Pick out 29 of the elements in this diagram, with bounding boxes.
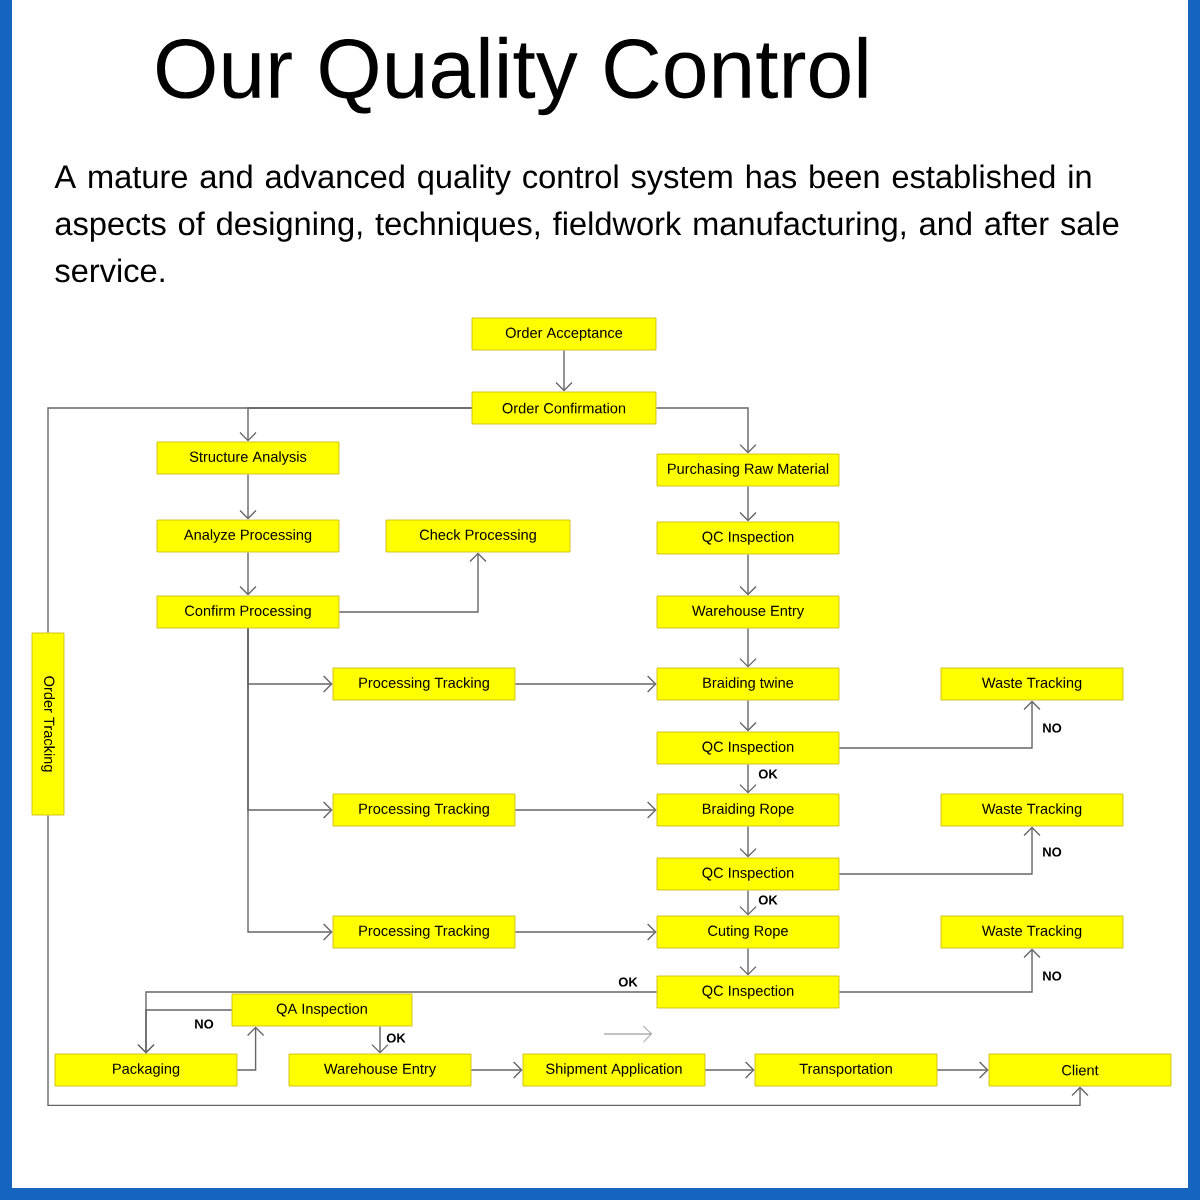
arrow xyxy=(739,763,757,794)
title: Our Quality Control xyxy=(157,36,867,116)
arrow xyxy=(470,1061,523,1079)
arrow xyxy=(838,700,1041,749)
arrow xyxy=(514,923,657,941)
arrow xyxy=(555,349,573,392)
arrow xyxy=(739,699,757,732)
arrow xyxy=(514,801,657,819)
arrow xyxy=(655,407,757,454)
arrow xyxy=(838,948,1041,993)
arrow xyxy=(704,1061,755,1079)
arrow xyxy=(514,675,657,693)
arrow xyxy=(739,889,757,916)
arrow xyxy=(739,825,757,858)
arrow xyxy=(47,814,1089,1107)
arrow xyxy=(739,947,757,976)
arrow xyxy=(838,826,1041,875)
arrow xyxy=(739,553,757,596)
description-text: A mature and advanced quality control system has been established in aspects of designing, techniques, fieldwork manufacturing, and after sale service. xyxy=(54,164,1119,283)
arrow xyxy=(239,473,257,520)
arrow xyxy=(247,627,333,941)
arrow xyxy=(236,1026,265,1071)
arrow xyxy=(371,1025,389,1054)
arrow xyxy=(239,551,257,596)
arrow xyxy=(936,1061,989,1079)
arrow xyxy=(739,627,757,668)
arrow xyxy=(338,552,487,613)
arrow xyxy=(137,1009,233,1054)
arrow xyxy=(739,485,757,522)
